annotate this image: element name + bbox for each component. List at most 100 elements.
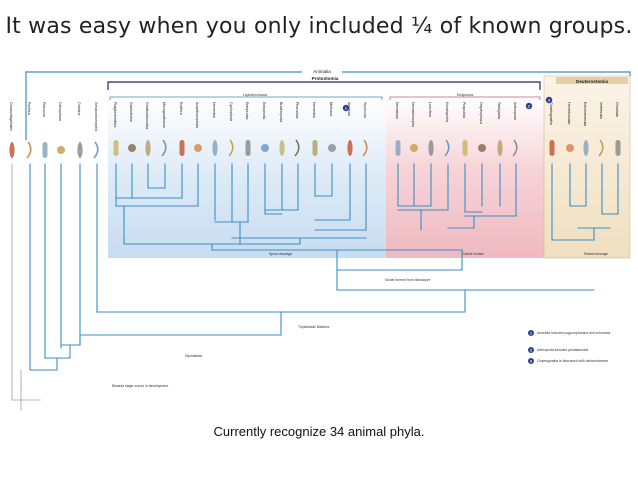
taxon-label: Echinodermata [583, 102, 587, 126]
taxon-label: Nemertea [212, 102, 216, 118]
taxon-label: Arthropoda [513, 102, 517, 120]
taxon-label: Choanoflagellates [9, 102, 13, 131]
blastula-label: Blastula stage occurs in development [112, 384, 168, 388]
organism-illustration [245, 140, 251, 156]
organism-illustration [615, 140, 621, 156]
organism-illustration [145, 140, 151, 156]
organism-illustration [362, 139, 368, 157]
animalia-bracket: Animalia [25, 67, 631, 140]
taxon-label: Placozoa [42, 102, 46, 117]
svg-text:Chaetognatha is discussed with: Chaetognatha is discussed with deuterost… [537, 359, 608, 363]
organism-illustration [77, 142, 83, 158]
taxon-label: Nemertea [312, 102, 316, 118]
legend-item-1: 1 Annelida includes pogonophorans and ec… [528, 330, 611, 336]
taxon-label: Cnidaria [77, 102, 81, 115]
organism-illustration [294, 139, 300, 157]
organism-illustration [194, 144, 202, 152]
taxon-label: Brachiopoda [279, 102, 283, 122]
organism-illustration [328, 144, 336, 152]
organism-illustration [128, 144, 136, 152]
marker-1: 1 [342, 104, 350, 112]
svg-text:1: 1 [345, 106, 347, 110]
organism-illustration [497, 140, 503, 156]
tree-branches [11, 163, 619, 411]
svg-text:3: 3 [548, 98, 550, 102]
taxon-label: Porifera [27, 102, 31, 115]
taxon-label: Hemichordata [567, 102, 571, 124]
slide-caption: Currently recognize 34 animal phyla. [213, 424, 425, 439]
deuterostomia-header [556, 77, 628, 84]
taxon-label: Chaetognatha [549, 102, 553, 125]
taxon-label: Phoronida [295, 102, 299, 118]
taxon-label: Onychophora [479, 102, 483, 124]
taxon-label: Entoprocta [245, 102, 249, 119]
organism-illustration [428, 140, 434, 156]
organism-illustration [462, 140, 468, 156]
taxon-label: Xenacoelomorpha [94, 102, 98, 131]
organism-illustration [161, 139, 167, 157]
taxon-label: Nematoda [395, 102, 399, 119]
taxon-label: Cycliophora [229, 102, 233, 121]
taxon-label: Priapulida [462, 102, 466, 118]
organism-illustration [312, 140, 318, 156]
legend-item-2: 2 Arthropoda includes pentastomids [528, 347, 589, 353]
cuticle-molted-label: Cuticle molted [462, 252, 484, 256]
svg-text:2: 2 [530, 348, 532, 352]
legend-item-3: 3 Chaetognatha is discussed with deutero… [528, 358, 608, 364]
organism-illustration [9, 142, 15, 158]
organism-illustration [512, 139, 518, 157]
organism-illustration [444, 139, 450, 157]
organism-illustration [598, 139, 604, 157]
taxon-label: Vertebrata [599, 102, 603, 119]
ecdysozoa-bracket [389, 96, 541, 100]
legend: 1 Annelida includes pogonophorans and ec… [528, 330, 611, 364]
deuterostomia-label: Deuterostomia [576, 79, 609, 84]
mouth-blastopore-label: Mouth formed from blastopore [385, 278, 431, 282]
ecdysozoa-label: Ecdysozoa [457, 93, 474, 97]
taxon-label: Acanthocephala [195, 102, 199, 128]
taxon-label: Sipuncula [363, 102, 367, 118]
lophotrochozoa-bracket [109, 96, 383, 100]
organism-illustration [395, 140, 401, 156]
organism-illustration [410, 144, 418, 152]
organism-illustration [93, 141, 99, 159]
organism-illustration [549, 140, 555, 156]
lophotrochozoa-band [108, 98, 386, 258]
svg-text:2: 2 [528, 104, 530, 108]
organism-illustration [113, 140, 119, 156]
lophotrochozoa-label: Lophotrochozoa [243, 93, 267, 97]
triploblastic-label: Triploblastic Bilateria [298, 325, 329, 329]
organism-illustration [279, 140, 285, 156]
svg-text:Arthropoda includes pentastomi: Arthropoda includes pentastomids [537, 348, 589, 352]
taxon-label: Rotifera [179, 102, 183, 115]
svg-text:Annelida includes pogonophoran: Annelida includes pogonophorans and echi… [537, 331, 611, 335]
organism-illustration [583, 140, 589, 156]
marker-2: 2 [525, 102, 533, 110]
organism-illustration [179, 140, 185, 156]
taxon-label: Chordata [615, 102, 619, 117]
taxon-label: Gastrotricha [129, 102, 133, 122]
spiral-cleavage-label: Spiral cleavage [269, 252, 292, 256]
organism-illustrations [9, 139, 621, 159]
protostomia-bracket: Protostomia [107, 76, 541, 90]
taxon-label: Tardigrada [497, 102, 501, 119]
taxon-label: Mollusca [329, 102, 333, 116]
diploblastic-label: Diploblastic [185, 354, 203, 358]
organism-illustration [347, 140, 353, 156]
animalia-label: Animalia [313, 69, 331, 74]
taxon-label: Micrognathozoa [162, 102, 166, 128]
svg-text:3: 3 [530, 359, 532, 363]
radial-cleavage-label: Radial cleavage [584, 252, 608, 256]
organism-illustration [261, 144, 269, 152]
taxon-label: Ctenophora [58, 102, 62, 121]
taxon-label: Platyhelminthes [113, 102, 117, 128]
taxon-label: Nematomorpha [411, 102, 415, 127]
organism-illustration [478, 144, 486, 152]
taxon-label: Kinorhyncha [445, 102, 449, 122]
organism-illustration [566, 144, 574, 152]
svg-text:1: 1 [530, 331, 532, 335]
marker-3: 3 [545, 96, 553, 104]
slide-title: It was easy when you only included ¼ of … [5, 14, 633, 39]
taxa-labels: Choanoflagellates Porifera Placozoa Ctenoph… [9, 102, 619, 131]
